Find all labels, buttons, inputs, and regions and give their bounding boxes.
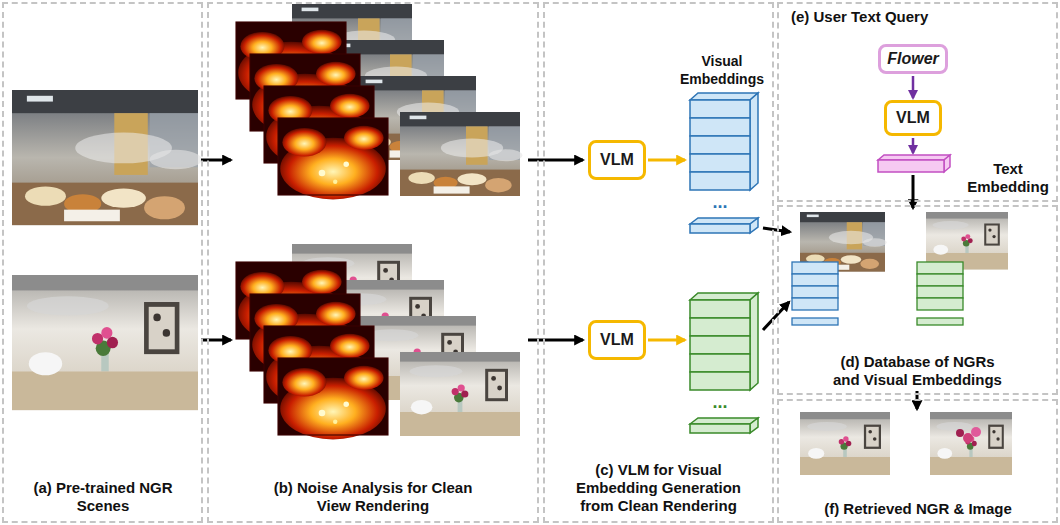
box-label: VLM bbox=[600, 331, 634, 349]
flow-arrow bbox=[528, 159, 583, 162]
box-label: VLM bbox=[600, 151, 634, 169]
database-image bbox=[926, 212, 1008, 269]
vlm-box: VLM bbox=[588, 320, 646, 360]
ellipsis-mark: ... bbox=[700, 193, 740, 211]
visual-embedding-stack bbox=[690, 293, 758, 433]
stored-embedding bbox=[792, 262, 838, 325]
stage-panel: (f) Retrieved NGR & Image bbox=[777, 399, 1058, 523]
box-label: VLM bbox=[896, 109, 930, 127]
flow-arrow bbox=[201, 339, 231, 342]
query-box: Flower bbox=[878, 44, 948, 74]
flow-arrow bbox=[201, 159, 231, 162]
embedding-heading: Text Embedding bbox=[962, 160, 1054, 196]
vlm-arrow bbox=[648, 159, 685, 162]
box-label: Flower bbox=[887, 50, 939, 68]
panel-title: (e) User Text Query bbox=[791, 8, 928, 26]
panel-caption: (a) Pre-trained NGR Scenes bbox=[33, 479, 173, 515]
embedding-heading: Visual Embeddings bbox=[672, 52, 772, 88]
panel-caption: (d) Database of NGRs and Visual Embeddin… bbox=[825, 353, 1010, 389]
flow-arrow bbox=[912, 175, 915, 208]
panel-caption: (f) Retrieved NGR & Image bbox=[783, 500, 1053, 518]
scene-image bbox=[12, 275, 198, 410]
panel-caption: (c) VLM for Visual Embedding Generation … bbox=[561, 461, 756, 515]
retrieved-image bbox=[800, 412, 890, 475]
noise-heatmap-stack bbox=[236, 262, 388, 439]
stored-embedding bbox=[917, 262, 963, 325]
flow-arrow bbox=[763, 302, 789, 330]
query-arrow bbox=[912, 138, 915, 153]
retrieved-image bbox=[930, 412, 1012, 475]
stage-panel: (b) Noise Analysis for Clean View Render… bbox=[207, 2, 539, 523]
stage-panel: (d) Database of NGRs and Visual Embeddin… bbox=[777, 205, 1058, 395]
text-embedding-bar bbox=[878, 155, 950, 172]
scene-image bbox=[12, 90, 202, 225]
vlm-arrow bbox=[648, 339, 685, 342]
noise-heatmap-stack bbox=[236, 22, 388, 199]
flow-arrow bbox=[528, 339, 583, 342]
stage-panel: (a) Pre-trained NGR Scenes bbox=[2, 2, 203, 523]
ellipsis-mark: ... bbox=[700, 393, 740, 411]
vlm-box: VLM bbox=[884, 100, 942, 136]
panel-caption: (b) Noise Analysis for Clean View Render… bbox=[273, 479, 473, 515]
vlm-box: VLM bbox=[588, 140, 646, 180]
visual-embedding-stack bbox=[690, 93, 758, 233]
query-connector bbox=[912, 76, 915, 98]
